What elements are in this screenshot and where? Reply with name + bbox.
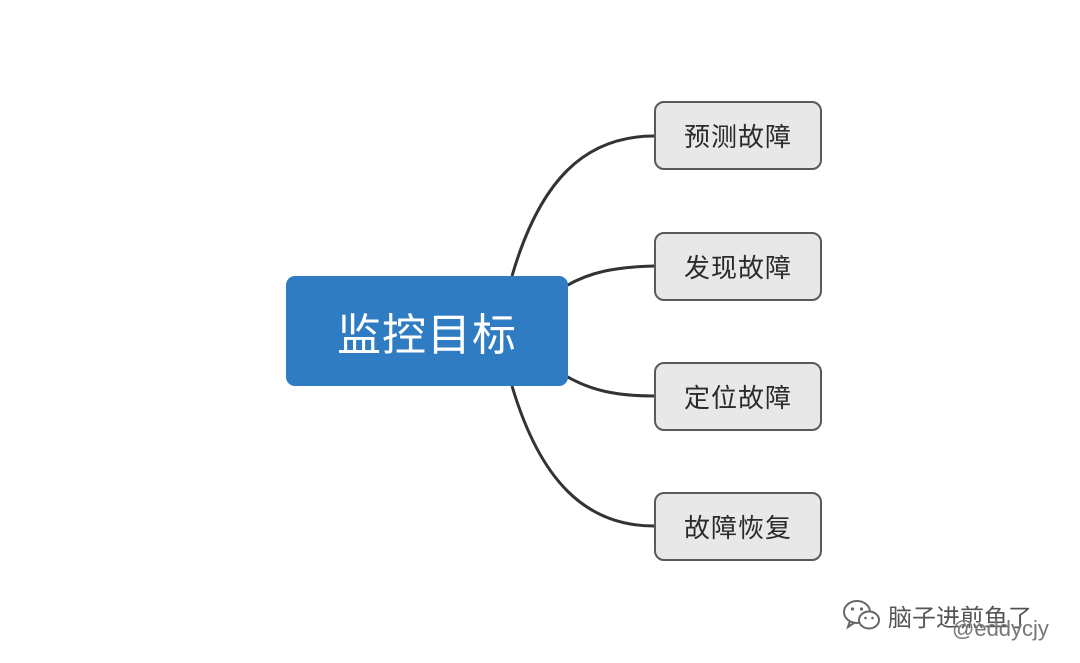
branch-label: 故障恢复 bbox=[683, 514, 792, 544]
connector-fault-recovery bbox=[510, 385, 655, 528]
connector-detect-fault bbox=[565, 264, 655, 288]
branch-label: 定位故障 bbox=[683, 384, 792, 414]
watermark: 脑子进煎鱼了 @eddycjy bbox=[842, 596, 1072, 646]
branch-node-predict-fault[interactable]: 预测故障 bbox=[654, 101, 822, 170]
central-node-label: 监控目标 bbox=[337, 310, 517, 361]
branch-node-detect-fault[interactable]: 发现故障 bbox=[654, 232, 822, 301]
branch-node-fault-recovery[interactable]: 故障恢复 bbox=[654, 492, 822, 561]
connector-locate-fault bbox=[565, 374, 655, 398]
wechat-icon bbox=[843, 600, 880, 630]
branch-node-locate-fault[interactable]: 定位故障 bbox=[654, 362, 822, 431]
watermark-account-name: 脑子进煎鱼了 bbox=[888, 604, 1032, 632]
branch-label: 发现故障 bbox=[683, 254, 792, 284]
connector-predict-fault bbox=[510, 134, 655, 277]
watermark-handle: @eddycjy bbox=[952, 616, 1049, 641]
branch-label: 预测故障 bbox=[683, 123, 792, 153]
central-node[interactable]: 监控目标 bbox=[286, 276, 568, 386]
